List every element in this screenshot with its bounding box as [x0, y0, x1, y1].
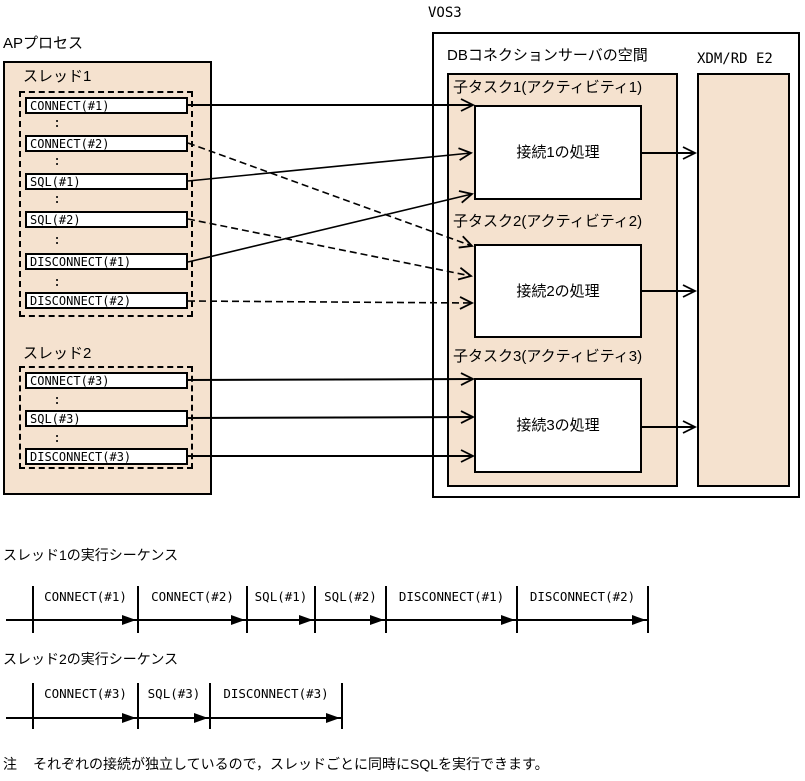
arrow-disconnect1-to-connection1 [187, 190, 474, 263]
command-box-connect3: CONNECT(#3) [25, 372, 188, 389]
command-label: CONNECT(#2) [30, 136, 110, 151]
command-label: CONNECT(#1) [30, 98, 110, 113]
command-box-sql1: SQL(#1) [25, 173, 188, 190]
arrow-connect2-to-connection2 [187, 142, 474, 249]
command-label: DISCONNECT(#2) [30, 293, 132, 308]
ellipsis-colon: : [53, 275, 61, 290]
command-label: SQL(#3) [30, 411, 81, 426]
sequence1-step: CONNECT(#2) [151, 589, 234, 604]
connection2-process-label: 接続2の処理 [516, 282, 600, 300]
thread1-dashed-box [19, 91, 193, 317]
ellipsis-colon: : [53, 233, 61, 248]
sequence2-step: DISCONNECT(#3) [223, 686, 329, 701]
command-label: DISCONNECT(#3) [30, 449, 132, 464]
ellipsis-colon: : [53, 393, 61, 408]
sequence1-arrowhead-icon [501, 615, 515, 625]
command-box-connect2: CONNECT(#2) [25, 135, 188, 152]
sequence1-arrowhead-icon [632, 615, 646, 625]
note-prefix: 注 [3, 756, 17, 772]
arrow-sql3-to-connection3 [187, 410, 476, 424]
connection2-process-box: 接続2の処理 [474, 244, 642, 338]
sequence1-step: DISCONNECT(#1) [398, 589, 505, 604]
connection1-process-box: 接続1の処理 [474, 105, 642, 200]
sequence1-title: スレッド1の実行シーケンス [3, 547, 179, 563]
command-box-disconnect3: DISCONNECT(#3) [25, 448, 188, 465]
connection3-process-label: 接続3の処理 [516, 417, 600, 434]
subtask2-label: 子タスク2(アクティビティ2) [453, 213, 643, 230]
db-connection-server-label: DBコネクションサーバの空間 [447, 47, 648, 64]
ellipsis-colon: : [53, 431, 61, 446]
command-label: SQL(#2) [30, 212, 81, 227]
subtask1-label: 子タスク1(アクティビティ1) [453, 79, 643, 96]
command-box-sql2: SQL(#2) [25, 211, 188, 228]
sequence1-step: CONNECT(#1) [44, 589, 127, 604]
ellipsis-colon: : [53, 116, 61, 131]
arrow-sql2-to-connection2 [187, 218, 473, 281]
xdm-rd-e2-box [697, 73, 790, 487]
sequence1-step: SQL(#2) [324, 589, 377, 604]
subtask3-label: 子タスク3(アクティビティ3) [453, 348, 643, 365]
thread1-label: スレッド1 [23, 68, 92, 85]
note-text: それぞれの接続が独立しているので，スレッドごとに同時にSQLを実行できます。 [33, 756, 549, 772]
command-box-connect1: CONNECT(#1) [25, 97, 188, 114]
sequence2-arrowhead-icon [194, 713, 208, 723]
note: 注それぞれの接続が独立しているので，スレッドごとに同時にSQLを実行できます。 [3, 754, 549, 774]
ellipsis-colon: : [53, 192, 61, 207]
sequence1-arrowhead-icon [231, 615, 245, 625]
command-box-disconnect1: DISCONNECT(#1) [25, 253, 188, 270]
ellipsis-colon: : [53, 154, 61, 169]
sequence2-step: CONNECT(#3) [44, 686, 127, 701]
sequence1-arrowhead-icon [122, 615, 136, 625]
xdm-rd-e2-label: XDM/RD E2 [697, 51, 773, 67]
sequence2-arrowhead-icon [326, 713, 340, 723]
command-box-sql3: SQL(#3) [25, 410, 188, 427]
connection3-process-box: 接続3の処理 [474, 378, 642, 473]
sequence1-arrowhead-icon [299, 615, 313, 625]
arrow-sql1-to-connection1 [187, 147, 474, 182]
sequence2-arrowhead-icon [122, 713, 136, 723]
arrow-disconnect2-to-connection2 [187, 296, 475, 310]
thread2-label: スレッド2 [23, 345, 92, 362]
sequence1-arrowhead-icon [370, 615, 384, 625]
sequence1-step: SQL(#1) [254, 589, 308, 604]
command-label: SQL(#1) [30, 174, 81, 189]
command-box-disconnect2: DISCONNECT(#2) [25, 292, 188, 309]
command-label: DISCONNECT(#1) [30, 254, 132, 269]
sequence2-step: SQL(#3) [147, 686, 201, 701]
sequence1-step: DISCONNECT(#2) [529, 589, 636, 604]
arrow-connect3-to-connection3 [187, 372, 476, 386]
sequence2-title: スレッド2の実行シーケンス [3, 651, 179, 667]
vos3-label: VOS3 [428, 5, 462, 21]
ap-process-label: APプロセス [3, 35, 84, 52]
command-label: CONNECT(#3) [30, 373, 110, 388]
connection1-process-label: 接続1の処理 [516, 144, 600, 161]
